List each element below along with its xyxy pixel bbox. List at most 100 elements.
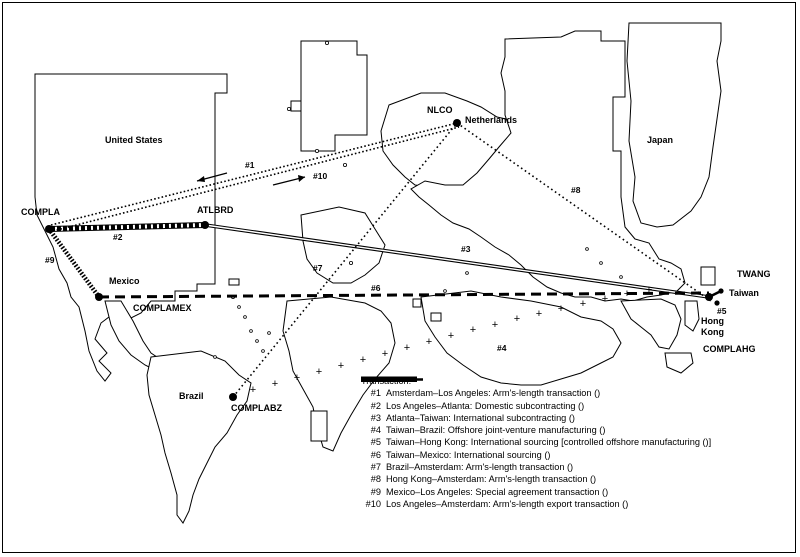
node-twang <box>718 288 724 294</box>
label-hong-kong-2: Kong <box>701 327 724 337</box>
svg-text:+: + <box>536 308 542 320</box>
legend-item: #3 Atlanta–Taiwan: International subcontr… <box>357 377 777 424</box>
svg-text:+: + <box>426 336 432 348</box>
legend-item-number: #8 <box>370 474 381 485</box>
route-7-line <box>232 122 458 398</box>
legend-item-number: #7 <box>370 462 381 473</box>
legend-item-text: Los Angeles–Amsterdam: Arm's-length expo… <box>361 378 629 510</box>
world-map: ++++ ++++ ++++ ++++ +++ United States Ne… <box>21 22 771 524</box>
legend-swatch-dotted <box>361 378 417 381</box>
legend-item-description: Atlanta–Taiwan: International subcontrac… <box>386 412 572 423</box>
label-hong-kong-1: Hong <box>701 316 724 326</box>
svg-text:+: + <box>316 366 322 378</box>
label-route-10: #10 <box>313 171 327 181</box>
arrow-eastbound-head <box>298 175 305 182</box>
route-1-line <box>50 122 458 226</box>
svg-text:+: + <box>294 372 300 384</box>
legend-item: #7 Brazil–Amsterdam: Arm's-length transac… <box>357 378 777 473</box>
legend-item-description: Los Angeles–Atlanta: Domestic subcontrac… <box>386 400 582 411</box>
legend-item-description: Taiwan–Hong Kong: International sourcing… <box>386 437 706 448</box>
route-9-line <box>47 227 101 299</box>
svg-text:+: + <box>338 360 344 372</box>
landmass-island-a <box>310 410 328 442</box>
label-nlco: NLCO <box>427 105 453 115</box>
node-hongkong <box>714 300 720 306</box>
node-compla <box>45 225 53 233</box>
route-8-line <box>456 122 712 302</box>
svg-text:+: + <box>470 324 476 336</box>
svg-text:+: + <box>272 378 278 390</box>
legend-item-close: ) <box>625 498 629 509</box>
svg-text:+: + <box>602 293 608 305</box>
label-complahg: COMPLAHG <box>703 344 756 354</box>
svg-text:+: + <box>514 313 520 325</box>
label-netherlands: Netherlands <box>465 115 517 125</box>
legend-item-text: Brazil–Amsterdam: Arm's-length transacti… <box>361 378 574 473</box>
legend-item-number: #1 <box>370 388 381 399</box>
route-3-inner <box>204 224 710 298</box>
label-compla: COMPLA <box>21 207 60 217</box>
legend-item-description: Mexico–Los Angeles: Special agreement tr… <box>386 486 606 497</box>
legend-swatch-dashed <box>361 378 417 381</box>
landmass-south-asia <box>420 290 622 386</box>
legend-item: #2 Los Angeles–Atlanta: Domestic subcontr… <box>357 376 777 412</box>
legend-item-close: ) <box>597 388 601 399</box>
landmass-southeast-islands <box>620 298 682 350</box>
svg-text:+: + <box>448 330 454 342</box>
legend-item-description: Brazil–Amsterdam: Arm's-length transacti… <box>386 462 571 473</box>
node-complamex <box>95 293 103 301</box>
legend-item-text: Taiwan–Brazil: Offshore joint-venture ma… <box>362 375 606 436</box>
legend-item-number: #2 <box>370 400 381 411</box>
svg-text:+: + <box>492 319 498 331</box>
label-route-2: #2 <box>113 232 123 242</box>
node-nlco <box>453 119 461 127</box>
svg-text:+: + <box>360 354 366 366</box>
legend-item-text: Taiwan–Mexico: International sourcing () <box>361 378 551 461</box>
legend-item-number: #3 <box>370 412 381 423</box>
landmass-new-guinea <box>664 352 694 374</box>
label-complabz: COMPLABZ <box>231 403 282 413</box>
legend-item-close: ) <box>602 425 606 436</box>
legend-item-description: Taiwan–Brazil: Offshore joint-venture ma… <box>386 425 603 436</box>
landmass-philippines <box>684 300 700 332</box>
label-route-7: #7 <box>313 263 323 273</box>
svg-text:+: + <box>580 298 586 310</box>
landmass-africa <box>282 296 396 452</box>
legend-item-number: #4 <box>370 425 381 436</box>
label-route-4: #4 <box>497 343 507 353</box>
label-japan: Japan <box>647 135 673 145</box>
legend-item-text: Atlanta–Taiwan: International subcontrac… <box>361 377 575 424</box>
label-united-states: United States <box>105 135 163 145</box>
landmass-island-e <box>700 266 716 286</box>
landmass-japan <box>626 22 722 228</box>
svg-text:+: + <box>558 303 564 315</box>
legend-item-description: Los Angeles–Amsterdam: Arm's-length expo… <box>386 498 626 509</box>
label-brazil: Brazil <box>179 391 204 401</box>
legend-item-number: #10 <box>365 498 381 509</box>
landmass-asia <box>410 30 686 302</box>
route-2-hatch <box>48 223 206 231</box>
landmass-south-america <box>146 350 252 524</box>
legend-item-number: #9 <box>370 486 381 497</box>
legend-item-text: Mexico–Los Angeles: Special agreement tr… <box>361 377 608 498</box>
legend-item-close: ) <box>547 449 551 460</box>
svg-text:+: + <box>382 348 388 360</box>
legend-item-close: ) <box>570 462 574 473</box>
legend-item-number: #5 <box>370 437 381 448</box>
label-mexico: Mexico <box>109 276 140 286</box>
legend-item-text: Hong Kong–Amsterdam: Arm's-length transa… <box>361 378 596 485</box>
legend-item-close: )] <box>705 437 712 448</box>
small-islands <box>213 41 623 359</box>
label-route-5: #5 <box>717 306 727 316</box>
legend-item-close: ) <box>581 400 585 411</box>
label-twang: TWANG <box>737 269 771 279</box>
svg-text:+: + <box>624 288 630 300</box>
legend-item: #9 Mexico–Los Angeles: Special agreement … <box>357 377 777 498</box>
route-10-line <box>52 126 460 232</box>
